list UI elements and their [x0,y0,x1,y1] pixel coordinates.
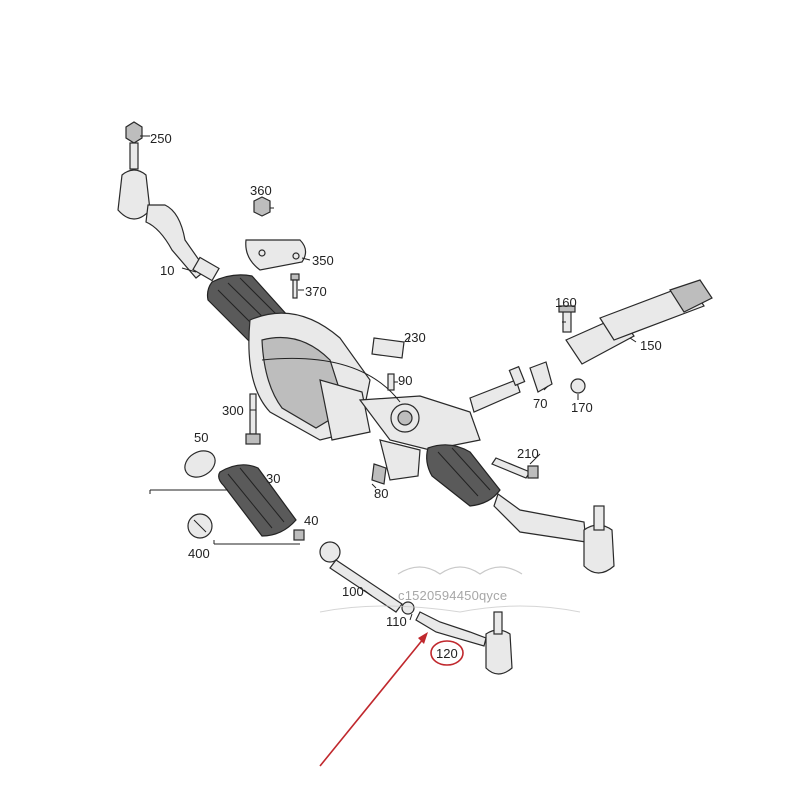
part-labels: 250 360 350 370 10 230 90 300 80 210 70 … [150,131,662,661]
label-160: 160 [555,295,577,310]
label-80: 80 [374,486,388,501]
label-110: 110 [386,614,407,629]
label-210: 210 [517,446,539,461]
right-bellows [426,444,501,507]
label-70: 70 [533,396,547,411]
arrow-head [418,632,428,644]
label-100: 100 [342,584,364,599]
watermark: c1520594450qyce [319,566,581,613]
label-50: 50 [194,430,208,445]
label-370: 370 [305,284,327,299]
left-tie-rod-end [117,121,220,282]
label-360: 360 [250,183,272,198]
label-350: 350 [312,253,334,268]
boot-kit [184,450,305,541]
label-10: 10 [160,263,174,278]
label-150: 150 [640,338,662,353]
label-120: 120 [436,646,458,661]
highlight-circle [430,640,464,666]
right-tie-rod-end [493,493,615,574]
inner-tie-rod [319,541,513,675]
label-90: 90 [398,373,412,388]
steering-housing [248,312,481,481]
label-250: 250 [150,131,172,146]
watermark-text: c1520594450qyce [398,588,507,603]
label-300: 300 [222,403,244,418]
label-400: 400 [188,546,210,561]
small-parts [245,337,539,485]
label-40: 40 [304,513,318,528]
bracket-350 [245,196,307,299]
highlight-arrow [319,637,425,767]
highlight-annotation [319,632,464,767]
label-170: 170 [571,400,593,415]
leader-lines [140,135,637,621]
label-230: 230 [404,330,426,345]
input-shaft [469,279,713,413]
label-30: 30 [266,471,280,486]
